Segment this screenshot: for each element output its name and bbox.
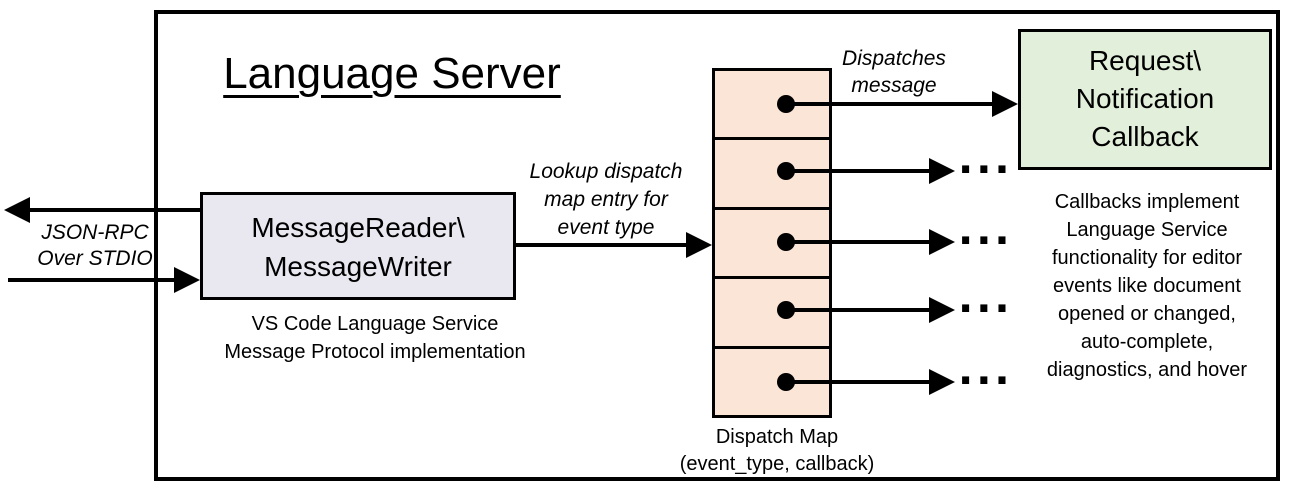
dispatch-map-caption: Dispatch Map (event_type, callback) [679,426,875,475]
ellipsis-more-callbacks: ... [958,348,1013,394]
request-notification-callback-box: Request\ Notification Callback [1018,29,1272,170]
dispatches-message-label: Dispatches message [842,47,946,97]
ellipsis-more-callbacks: ... [958,137,1013,183]
dispatch-map-cell [715,209,829,280]
dispatch-map [712,68,832,418]
callbacks-note: Callbacks implement Language Service fun… [1046,191,1248,381]
dispatch-map-cell [715,71,829,141]
dispatch-map-cell [715,279,829,349]
ellipsis-more-callbacks: ... [958,276,1013,322]
diagram-title: Language Server [223,49,561,98]
message-reader-writer-box: MessageReader\ MessageWriter [200,192,516,300]
dispatch-map-cell [715,140,829,210]
reader-caption: VS Code Language Service Message Protoco… [224,313,526,363]
ellipsis-more-callbacks: ... [958,208,1013,254]
stdio-label: JSON-RPC Over STDIO [37,221,153,270]
lookup-label: Lookup dispatch map entry for event type [529,160,683,239]
dispatch-map-cell [715,348,829,416]
